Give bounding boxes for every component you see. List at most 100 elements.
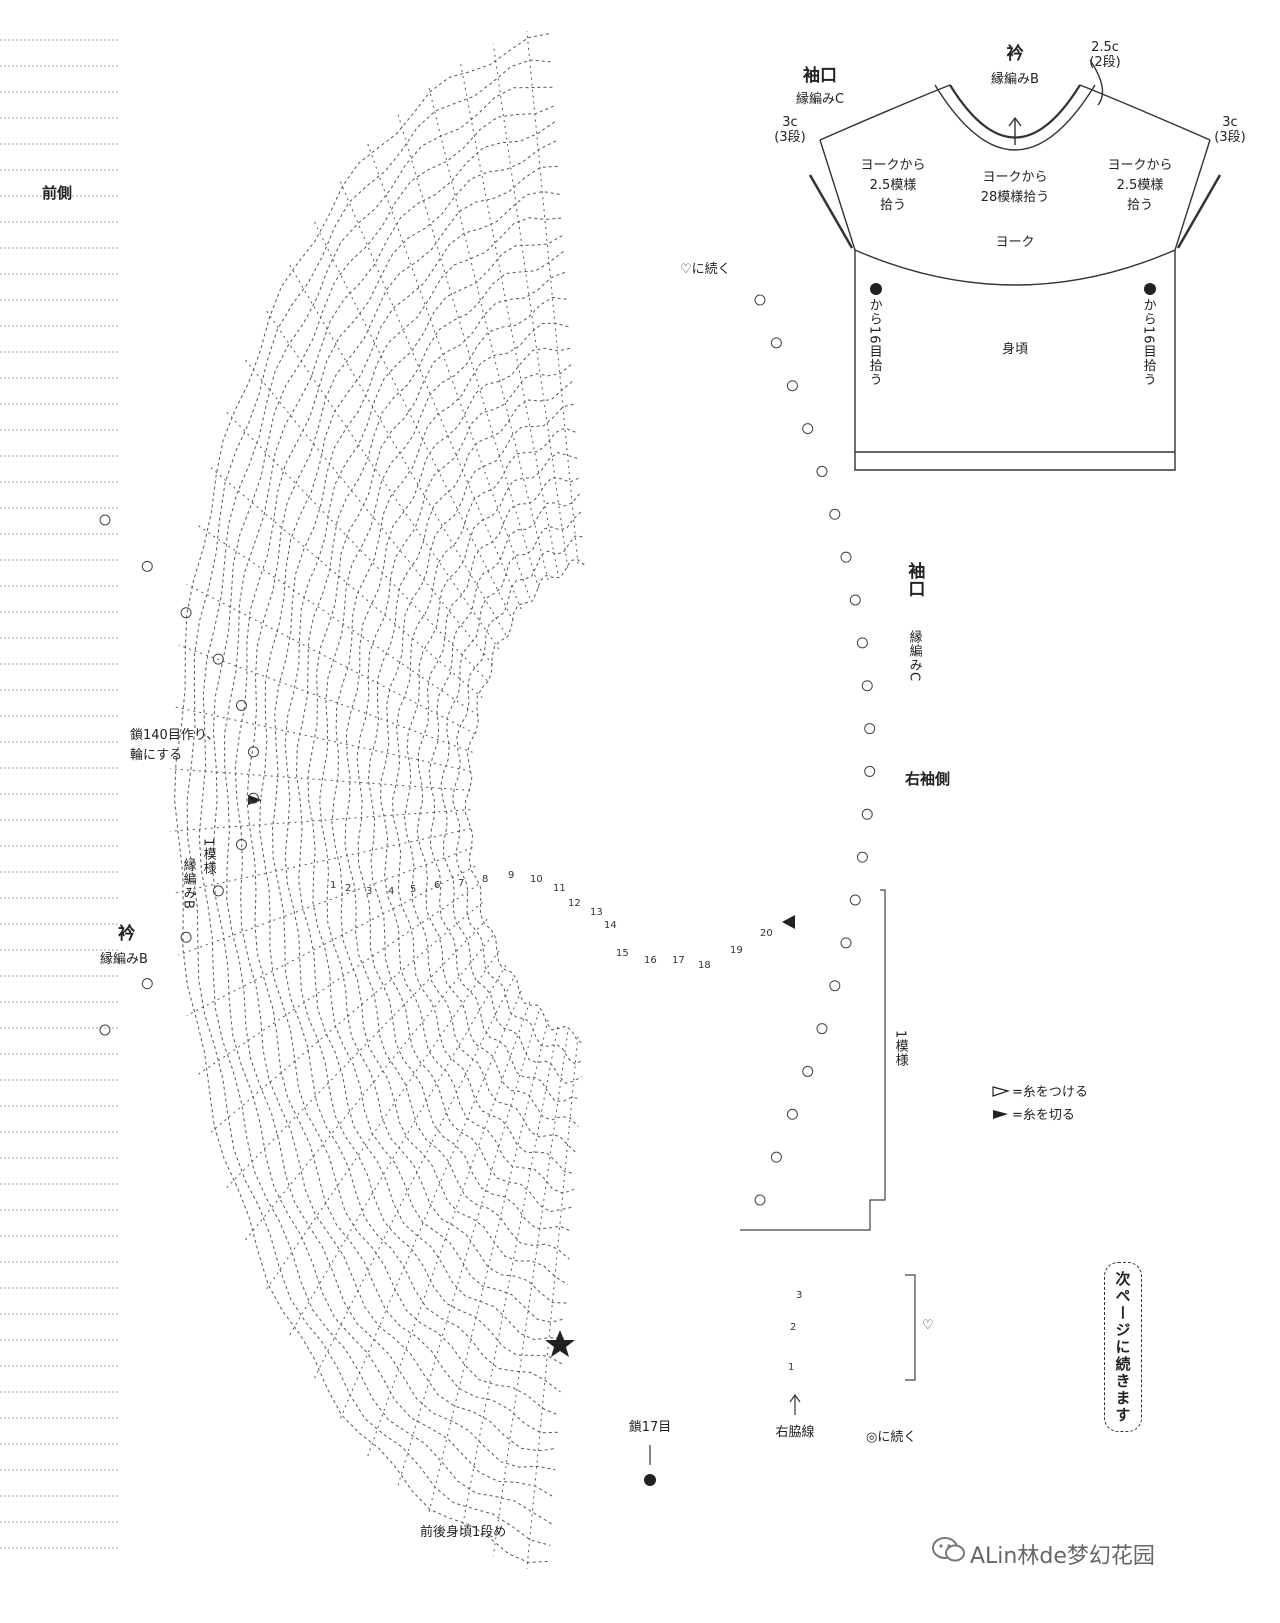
stitch-ray <box>226 918 488 1188</box>
yoke-center-pick-2: 28模様拾う <box>980 190 1050 205</box>
small-row-number: 1 <box>788 1362 795 1373</box>
one-pattern-label: 1模様 <box>892 1030 908 1068</box>
row-number: 4 <box>388 886 395 897</box>
stitch-ray <box>312 218 514 622</box>
stitch-arc <box>440 511 582 1084</box>
picot <box>864 765 876 777</box>
small-row-number: 3 <box>796 1290 803 1301</box>
star-marker <box>545 1330 575 1357</box>
row-number: 17 <box>672 955 685 966</box>
yoke-left-pick-2: 2.5模様 <box>869 178 917 193</box>
stitch-ray <box>178 644 473 753</box>
picot <box>802 423 814 435</box>
pattern-bracket <box>740 889 886 1231</box>
yoke-right-pick-1: ヨークから <box>1107 158 1173 173</box>
stitch-ray <box>265 309 500 650</box>
stitch-ray <box>197 884 479 1076</box>
picot <box>829 980 841 992</box>
picot <box>856 637 868 649</box>
heart-bracket <box>905 1274 916 1381</box>
row-number: 6 <box>434 880 441 891</box>
row-number: 2 <box>345 883 352 894</box>
picot-edging <box>99 294 876 1206</box>
stitch-ray <box>170 809 471 832</box>
row-number: 5 <box>410 884 417 895</box>
row-number: 16 <box>644 955 657 966</box>
stitch-arc <box>295 251 565 1341</box>
legend-cut-yarn: =糸を切る <box>1012 1108 1075 1123</box>
picot <box>99 514 111 526</box>
schematic-yoke-label: ヨーク <box>995 235 1035 250</box>
stitch-ray <box>339 990 522 1421</box>
stitch-ray <box>172 828 472 894</box>
picot <box>770 337 782 349</box>
yoke-left-pick-3: 拾う <box>879 198 907 213</box>
stitch-arc <box>271 217 562 1393</box>
picot <box>786 1108 798 1120</box>
legend-attach-yarn: =糸をつける <box>1012 1085 1088 1100</box>
right-side-seam-label: 右脇線 <box>775 1425 815 1440</box>
picot <box>141 560 153 572</box>
stitch-arc <box>174 33 550 1563</box>
stitch-ray <box>367 143 531 599</box>
row-number: 8 <box>482 874 489 885</box>
stitch-ray <box>459 1026 559 1538</box>
stitch-ray <box>287 965 507 1338</box>
row-number: 11 <box>553 883 566 894</box>
garment-schematic <box>808 59 1222 471</box>
picot <box>180 931 192 943</box>
stitch-arc <box>259 190 560 1416</box>
stitch-arc <box>344 347 570 1260</box>
chart-collar-method: 縁編みB <box>100 952 148 967</box>
stitch-arc <box>307 271 566 1323</box>
continue-double-circle-label: ◎に続く <box>866 1430 917 1445</box>
stitch-ray <box>396 111 540 589</box>
stitch-ray <box>492 44 569 568</box>
schematic-collar-rows-count: (2段) <box>1089 55 1121 70</box>
picot <box>235 839 247 851</box>
chart-cuff-title: 袖口 <box>904 562 925 598</box>
schematic-collar-method: 縁編みB <box>991 72 1039 87</box>
stitch-arc <box>416 477 579 1127</box>
stitch-arc <box>211 105 554 1498</box>
stitch-arc <box>198 86 553 1525</box>
stitch-ray <box>186 583 476 735</box>
picot <box>180 607 192 619</box>
row-number: 19 <box>730 945 743 956</box>
right-sleeve-side-label: 右袖側 <box>905 770 951 788</box>
stitch-ray <box>526 31 579 564</box>
schematic-body-label: 身頃 <box>1001 342 1029 357</box>
chain-start-label-2: 輪にする <box>130 748 183 763</box>
picot <box>770 1151 782 1163</box>
stitch-arc <box>428 493 581 1102</box>
stitch-ray <box>427 84 549 581</box>
chart-cuff-method: 縁編みC <box>906 630 922 683</box>
row-number: 20 <box>760 928 773 939</box>
row-number: 3 <box>366 886 373 897</box>
schematic-cuff-rows: 3c <box>782 115 798 130</box>
yoke-right-pick-3: 拾う <box>1126 198 1154 213</box>
row-number: 12 <box>568 898 581 909</box>
one-pattern-edge-label-2: 縁編みB <box>180 858 196 910</box>
heart-symbol: ♡ <box>922 1318 934 1333</box>
small-row-number: 2 <box>790 1322 797 1333</box>
stitch-ray <box>396 1011 540 1489</box>
row-number: 10 <box>530 874 543 885</box>
stitch-arc <box>452 535 583 1065</box>
picot <box>816 1023 828 1035</box>
stitch-ray <box>459 62 559 574</box>
stitch-arc <box>391 427 576 1174</box>
picot <box>861 680 873 692</box>
stitch-ray <box>197 524 479 716</box>
row-number: 7 <box>458 878 465 889</box>
wechat-icon <box>932 1537 965 1562</box>
picot <box>754 294 766 306</box>
schematic-cuff-rows-count: (3段) <box>774 130 806 145</box>
stitch-ray <box>367 1001 531 1457</box>
side-pick-right: から16目拾う <box>1140 298 1156 387</box>
stitch-arc <box>379 403 575 1194</box>
picot <box>212 885 224 897</box>
schematic-collar-title: 衿 <box>1006 44 1024 64</box>
one-pattern-edge-label-1: 1模様 <box>200 838 216 876</box>
